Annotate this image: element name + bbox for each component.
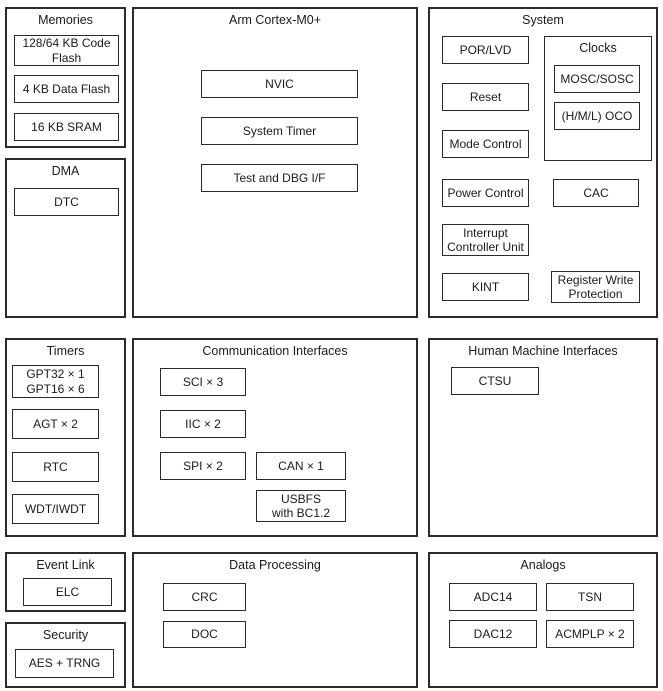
system-title: System [522, 13, 564, 27]
communication-section: Communication Interfaces SCI × 3 IIC × 2… [132, 338, 418, 537]
memories-title: Memories [38, 13, 93, 27]
block-ctsu: CTSU [451, 367, 539, 395]
block-kint: KINT [442, 273, 529, 301]
dma-section: DMA DTC [5, 158, 126, 318]
block-wdt: WDT/IWDT [12, 494, 99, 524]
block-sci: SCI × 3 [160, 368, 246, 396]
timers-section: Timers GPT32 × 1 GPT16 × 6 AGT × 2 RTC W… [5, 338, 126, 537]
event-link-section: Event Link ELC [5, 552, 126, 612]
block-system-timer: System Timer [201, 117, 358, 145]
block-gpt: GPT32 × 1 GPT16 × 6 [12, 365, 99, 398]
block-power-control: Power Control [442, 179, 529, 207]
block-crc: CRC [163, 583, 246, 611]
block-iic: IIC × 2 [160, 410, 246, 438]
block-mode-control: Mode Control [442, 130, 529, 158]
block-reset: Reset [442, 83, 529, 111]
block-register-write-protection: Register Write Protection [551, 271, 640, 303]
block-por-lvd: POR/LVD [442, 36, 529, 64]
clocks-title: Clocks [579, 41, 617, 55]
data-processing-section: Data Processing CRC DOC [132, 552, 418, 688]
block-elc: ELC [23, 578, 112, 606]
security-title: Security [42, 628, 89, 642]
block-cac: CAC [553, 179, 639, 207]
dma-title: DMA [51, 164, 80, 178]
system-section: System POR/LVD Reset Mode Control Power … [428, 7, 658, 318]
event-link-title: Event Link [36, 558, 95, 572]
block-spi: SPI × 2 [160, 452, 246, 480]
block-usbfs: USBFS with BC1.2 [256, 490, 346, 522]
block-nvic: NVIC [201, 70, 358, 98]
block-interrupt-controller: Interrupt Controller Unit [442, 224, 529, 256]
security-section: Security AES + TRNG [5, 622, 126, 688]
block-oco: (H/M/L) OCO [554, 102, 640, 130]
block-agt: AGT × 2 [12, 409, 99, 439]
data-processing-title: Data Processing [229, 558, 321, 572]
timers-title: Timers [46, 344, 85, 358]
block-sram: 16 KB SRAM [14, 113, 119, 141]
block-mosc-sosc: MOSC/SOSC [554, 65, 640, 93]
block-can: CAN × 1 [256, 452, 346, 480]
memories-section: Memories 128/64 KB Code Flash 4 KB Data … [5, 7, 126, 148]
block-rtc: RTC [12, 452, 99, 482]
block-data-flash: 4 KB Data Flash [14, 75, 119, 103]
block-test-dbg: Test and DBG I/F [201, 164, 358, 192]
analogs-title: Analogs [520, 558, 566, 572]
block-tsn: TSN [546, 583, 634, 611]
block-dtc: DTC [14, 188, 119, 216]
block-adc14: ADC14 [449, 583, 537, 611]
block-aes-trng: AES + TRNG [15, 649, 114, 678]
cortex-section: Arm Cortex-M0+ NVIC System Timer Test an… [132, 7, 418, 318]
block-dac12: DAC12 [449, 620, 537, 648]
hmi-section: Human Machine Interfaces CTSU [428, 338, 658, 537]
block-acmplp: ACMPLP × 2 [546, 620, 634, 648]
block-code-flash: 128/64 KB Code Flash [14, 35, 119, 66]
clocks-subsection: Clocks MOSC/SOSC (H/M/L) OCO [544, 36, 652, 161]
cortex-title: Arm Cortex-M0+ [228, 13, 322, 27]
communication-title: Communication Interfaces [202, 344, 348, 358]
hmi-title: Human Machine Interfaces [468, 344, 618, 358]
analogs-section: Analogs ADC14 TSN DAC12 ACMPLP × 2 [428, 552, 658, 688]
block-doc: DOC [163, 621, 246, 648]
